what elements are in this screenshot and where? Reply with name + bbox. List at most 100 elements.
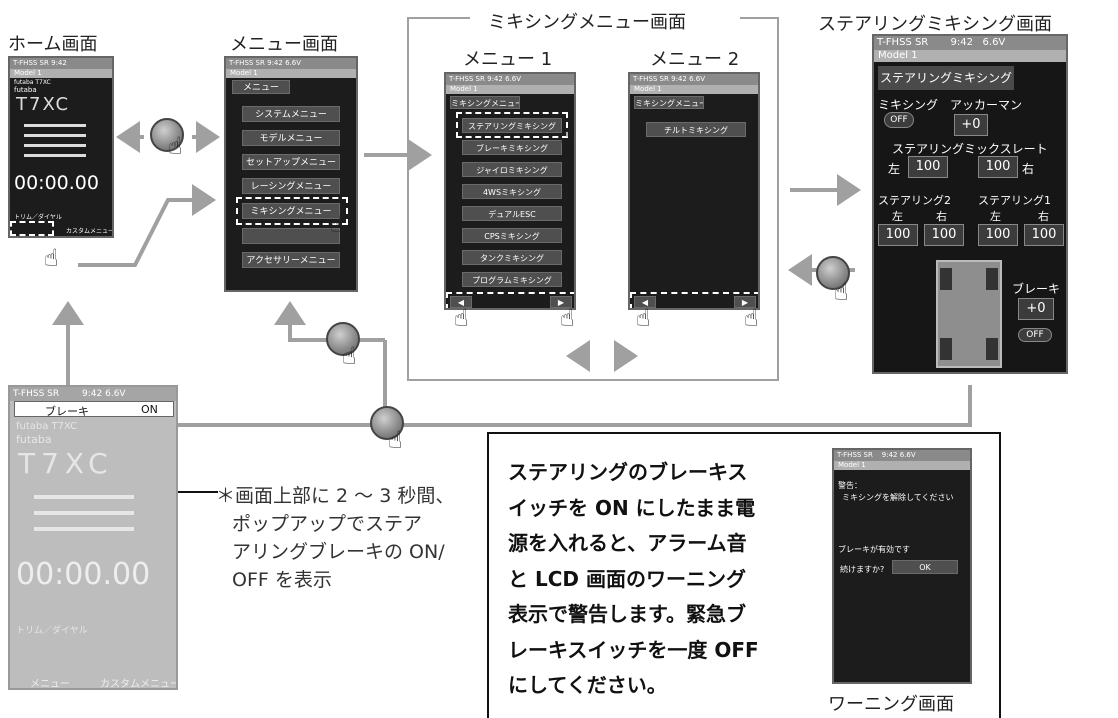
status-bar: T-FHSS SR 9:42 6.6V <box>630 74 758 85</box>
mixing-highlight <box>236 197 348 225</box>
caption-home: ホーム画面 <box>8 34 98 55</box>
mix-item-tilt[interactable]: チルトミキシング <box>646 122 746 137</box>
back-button[interactable]: ◀ <box>634 296 656 308</box>
note-line: アリングブレーキの ON/ <box>232 541 445 563</box>
rate-left-value[interactable]: 100 <box>908 156 948 178</box>
clock: 9:42 <box>487 75 503 83</box>
st2-left-label: 左 <box>892 210 903 223</box>
trim-bar <box>34 527 134 531</box>
st2-left-value[interactable]: 100 <box>878 224 918 246</box>
model-name: Model 1 <box>630 85 758 94</box>
clock: 9:42 <box>881 451 898 459</box>
wheel-front-left <box>940 268 952 290</box>
rate-right-value[interactable]: 100 <box>978 156 1018 178</box>
status-bar: T-FHSS SR 9:42 <box>10 58 112 69</box>
steering2-label: ステアリング2 <box>878 194 951 207</box>
warning-line: 表示で警告します。緊急ブ <box>508 602 746 626</box>
forward-button[interactable]: ▶ <box>550 296 572 308</box>
menu-item-setup[interactable]: セットアップメニュー <box>242 154 340 170</box>
custom-menu-button[interactable]: カスタムメニュー <box>100 679 178 690</box>
steering-title: ステアリングミキシング <box>878 66 1014 90</box>
status-bar: T-FHSS SR 9:42 6.6V <box>446 74 574 85</box>
hand-pointer-icon: ☝ <box>834 278 849 306</box>
mix-item-program[interactable]: プログラムミキシング <box>462 272 562 287</box>
back-button[interactable]: ◀ <box>450 296 472 308</box>
st2-right-value[interactable]: 100 <box>924 224 964 246</box>
popup-home-screen: T-FHSS SR 9:42 6.6V ブレーキ ON futaba T7XC … <box>8 385 178 690</box>
warning-line: レーキスイッチを一度 OFF <box>508 637 759 662</box>
touch-icon <box>370 406 404 440</box>
bottom-left-highlight <box>10 221 54 236</box>
custom-button[interactable]: カスタムメニュー <box>66 228 114 235</box>
mix-item-cps[interactable]: CPSミキシング <box>462 228 562 243</box>
mix-item-dual-esc[interactable]: デュアルESC <box>462 206 562 221</box>
status-bar: T-FHSS SR 9:42 6.6V <box>874 36 1066 50</box>
hand-pointer-icon: ☝ <box>560 304 575 332</box>
model-name: Model 1 <box>874 50 1066 62</box>
menu-item-racing[interactable]: レーシングメニュー <box>242 178 340 194</box>
caption-menu2: メニュー 2 <box>650 49 740 70</box>
menu-item-hidden[interactable] <box>242 228 340 244</box>
brake-popup: ブレーキ ON <box>14 401 174 418</box>
steering1-label: ステアリング1 <box>978 194 1051 207</box>
warning-message: ブレーキが有効です <box>838 545 910 554</box>
wheel-rear-right <box>986 338 998 360</box>
ok-button[interactable]: OK <box>892 560 958 574</box>
warning-note: ステアリングのブレーキス イッチを ON にしたまま電 源を入れると、アラーム音… <box>508 455 759 704</box>
warning-line: にしてください。 <box>508 673 667 697</box>
menu-item-model[interactable]: モデルメニュー <box>242 130 340 146</box>
mixing-header: ミキシングメニュー <box>634 96 704 109</box>
model-id: T-FHSS SR <box>229 59 265 67</box>
warning-line: イッチを ON にしたまま電 <box>508 495 756 520</box>
st2-right-label: 右 <box>936 210 947 223</box>
brake-toggle[interactable]: OFF <box>1018 328 1052 342</box>
mixing-toggle[interactable]: OFF <box>884 112 914 128</box>
brand: futaba <box>14 86 37 94</box>
mix-item-brake[interactable]: ブレーキミキシング <box>462 140 562 155</box>
status-bar: T-FHSS SR 9:42 6.6V <box>10 387 176 401</box>
caption-steering-mixing: ステアリングミキシング画面 <box>818 14 1052 35</box>
warning-line: ステアリングのブレーキス <box>508 460 748 484</box>
mix-item-gyro[interactable]: ジャイロミキシング <box>462 162 562 177</box>
forward-button[interactable]: ▶ <box>734 296 756 308</box>
warning-label: 警告： <box>838 481 862 490</box>
warning-screen: T-FHSS SR 9:42 6.6V Model 1 警告： ミキシングを解除… <box>832 448 972 684</box>
popup-title: ブレーキ <box>45 405 89 418</box>
st1-right-value[interactable]: 100 <box>1024 224 1064 246</box>
clock: 9:42 <box>950 37 973 48</box>
menu-item-mixing[interactable]: ミキシングメニュー <box>242 203 340 219</box>
status-bar: T-FHSS SR 9:42 6.6V <box>834 450 970 461</box>
mix-item-steering[interactable]: ステアリングミキシング <box>462 118 562 133</box>
model-id: T-FHSS SR <box>877 37 929 48</box>
hand-pointer-icon: ☝ <box>636 304 651 332</box>
rate-label: ステアリングミックスレート <box>892 142 1048 156</box>
steering-mixing-screen: T-FHSS SR 9:42 6.6V Model 1 ステアリングミキシング … <box>872 34 1068 374</box>
hand-pointer-icon: ☝ <box>744 304 759 332</box>
page-nav-highlight <box>630 292 758 308</box>
menu-item-system[interactable]: システムメニュー <box>242 106 340 122</box>
hand-pointer-icon: ☝ <box>330 210 345 238</box>
brake-value[interactable]: +0 <box>1018 298 1054 320</box>
caption-menu1: メニュー 1 <box>463 49 553 70</box>
mix-item-tank[interactable]: タンクミキシング <box>462 250 562 265</box>
caption-warning: ワーニング画面 <box>828 694 954 715</box>
trim-bar <box>34 511 134 515</box>
model-id: T-FHSS SR <box>13 59 49 67</box>
ackerman-value[interactable]: +0 <box>954 114 988 136</box>
trim-bar <box>24 154 86 157</box>
hand-pointer-icon: ☝ <box>454 304 469 332</box>
car-chassis-image <box>936 260 1002 368</box>
home-screen: T-FHSS SR 9:42 Model 1 futaba T7XC futab… <box>8 56 114 238</box>
clock: 9:42 <box>267 59 283 67</box>
menu-item-accessory[interactable]: アクセサリーメニュー <box>242 252 340 268</box>
st1-left-value[interactable]: 100 <box>978 224 1018 246</box>
model-name: Model 1 <box>446 85 574 94</box>
note-line: ポップアップでステア <box>232 513 423 535</box>
model-name: Model 1 <box>10 69 112 78</box>
trim-header: トリム／ダイヤル <box>16 626 88 636</box>
menu-button[interactable]: メニュー <box>30 679 70 690</box>
warning-line: 源を入れると、アラーム音 <box>508 531 747 555</box>
st1-left-label: 左 <box>990 210 1001 223</box>
mix-item-4ws[interactable]: 4WSミキシング <box>462 184 562 199</box>
mixing-menu2-screen: T-FHSS SR 9:42 6.6V Model 1 ミキシングメニュー チル… <box>628 72 760 310</box>
